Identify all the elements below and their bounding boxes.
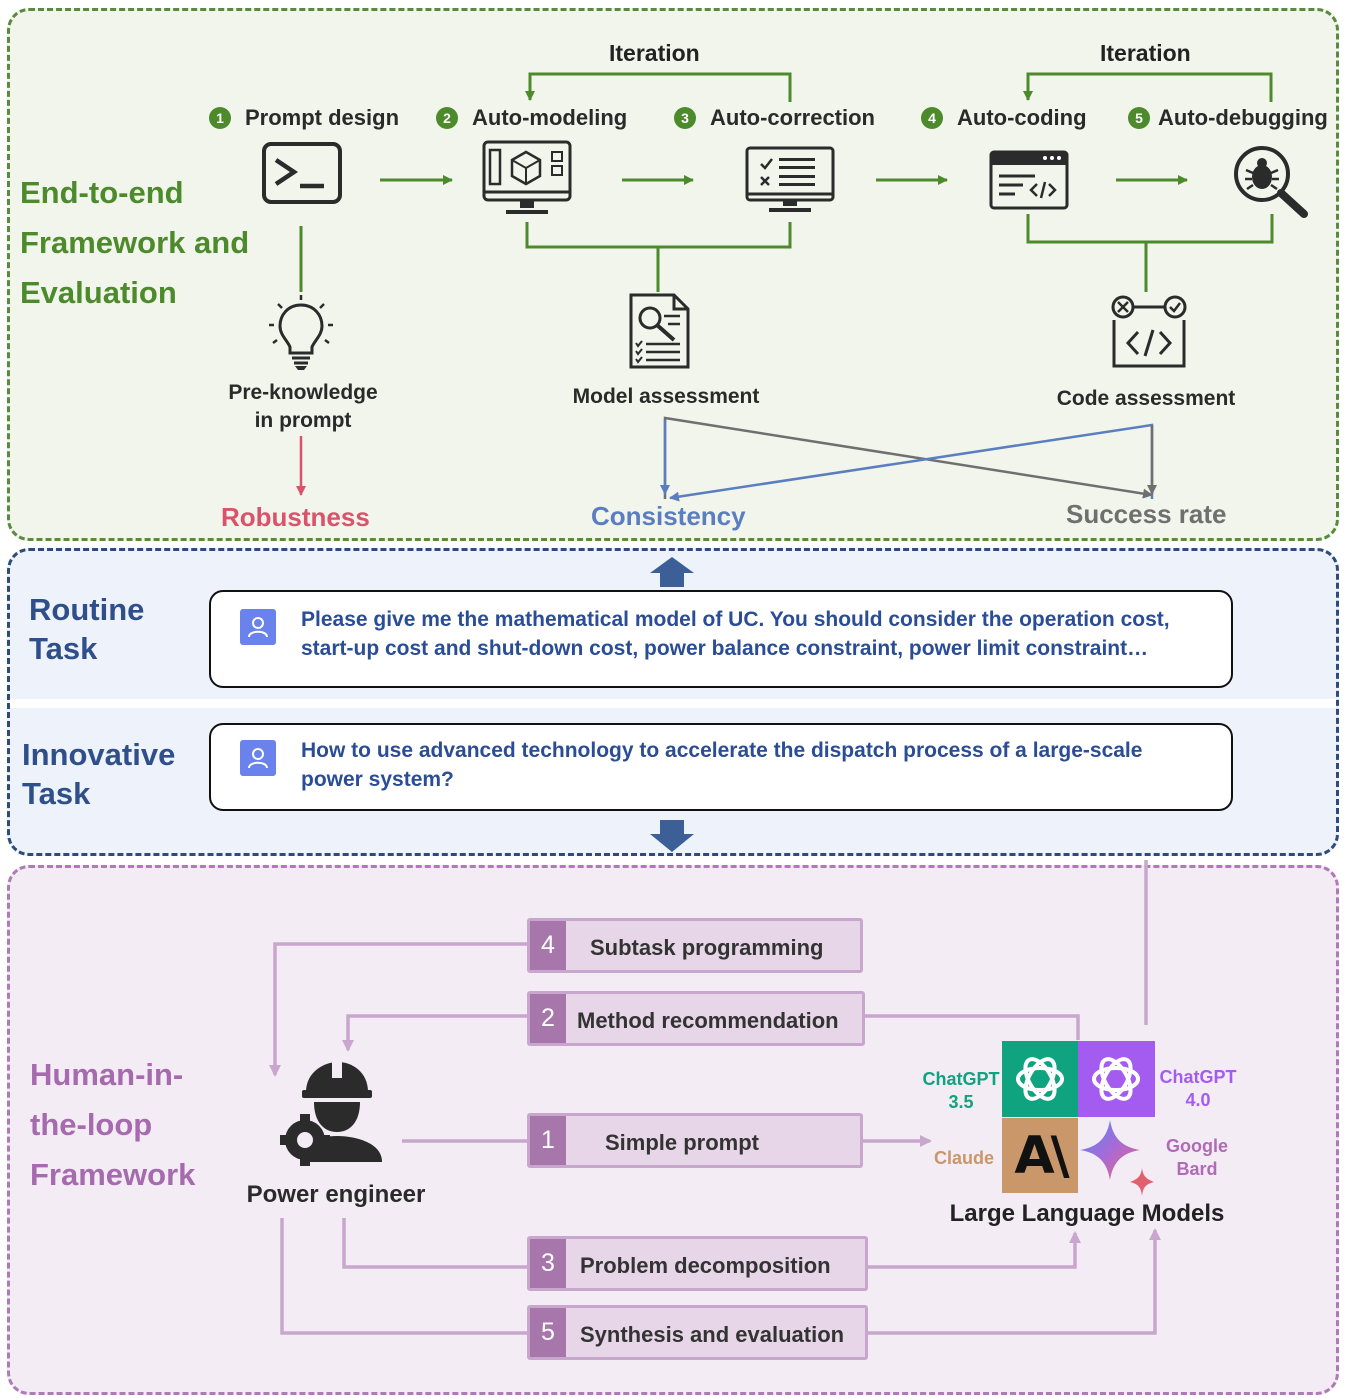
hitl-title-line: Framework [30,1157,196,1192]
routine-text-line: start-up cost and shut-down cost, power … [301,637,1149,660]
code-assessment-icon [1111,295,1187,368]
openai-icon [1092,1057,1140,1101]
step-number: 1 [530,1116,566,1165]
routine-task-box [209,590,1233,688]
model-label-line: 4.0 [1185,1090,1211,1110]
bard-sparkle-icon [1080,1120,1154,1196]
step-auto-debugging: 5 Auto-debugging [1128,105,1328,131]
framework-title-line: End-to-end [20,175,184,210]
routine-task-text: Please give me the mathematical model of… [301,605,1170,663]
routine-text-line: Please give me the mathematical model of… [301,608,1170,631]
routine-title-line: Task [29,631,98,666]
openai-icon [1016,1057,1064,1101]
framework-title-line: Framework and [20,225,250,260]
chatgpt-40-logo [1078,1041,1155,1117]
hitl-title-line: Human-in- [30,1057,184,1092]
hitl-title: Human-in- the-loop Framework [30,1050,195,1200]
subtask-programming-box: 4 Subtask programming [527,918,863,973]
model-label-line: 3.5 [948,1092,974,1112]
step-auto-coding: 4 Auto-coding [921,105,1087,131]
step-number: 3 [530,1239,566,1288]
task-separator [10,699,1336,708]
claude-logo: A\ [1002,1118,1078,1193]
consistency-metric: Consistency [591,501,746,531]
chatgpt-35-label: ChatGPT 3.5 [918,1068,1004,1114]
model-label-line: Google [1166,1136,1228,1156]
innovative-task-title: Innovative Task [22,735,175,813]
step-label: Simple prompt [605,1130,760,1155]
step-number-badge: 5 [1128,107,1150,129]
step-label: Auto-debugging [1158,105,1328,130]
google-bard-label: Google Bard [1160,1135,1234,1181]
synthesis-evaluation-box: 5 Synthesis and evaluation [527,1305,868,1360]
llm-label: Large Language Models [949,1200,1225,1227]
arrow-down-icon [650,820,694,852]
simple-prompt-box: 1 Simple prompt [527,1113,863,1168]
step-number: 5 [530,1308,566,1357]
step-label: Auto-correction [710,105,875,130]
step-number: 4 [530,921,566,970]
routine-title-line: Routine [29,592,145,627]
problem-decomposition-box: 3 Problem decomposition [527,1236,868,1291]
framework-title-line: Evaluation [20,275,177,310]
step-label: Problem decomposition [580,1253,831,1278]
pre-knowledge-line: Pre-knowledge [228,381,378,404]
framework-connectors [296,72,1274,502]
innovative-title-line: Innovative [22,737,176,772]
step-number-badge: 2 [436,107,458,129]
power-engineer-icon [280,1062,382,1166]
step-label: Synthesis and evaluation [580,1322,845,1347]
chatgpt-40-label: ChatGPT 4.0 [1155,1066,1241,1112]
step-number: 2 [530,994,566,1043]
innovative-task-text: How to use advanced technology to accele… [301,736,1142,794]
success-rate-metric: Success rate [1066,499,1227,529]
document-assessment-icon [629,293,690,369]
step-label: Subtask programming [590,935,824,960]
innovative-text-line: power system? [301,768,454,791]
method-recommendation-box: 2 Method recommendation [527,991,865,1046]
step-label: Prompt design [245,105,400,130]
step-number-badge: 1 [209,107,231,129]
hitl-connectors [269,860,1161,1335]
model-label-line: Bard [1176,1159,1218,1179]
chatgpt-35-logo [1002,1041,1078,1117]
user-icon [240,740,276,776]
claude-label: Claude [933,1148,994,1168]
arrow-up-icon [650,557,694,587]
step-number-badge: 3 [674,107,696,129]
pre-knowledge-label: Pre-knowledge in prompt [203,379,403,435]
iteration-label-modeling: Iteration [609,40,700,66]
innovative-title-line: Task [22,776,91,811]
iteration-label-coding: Iteration [1100,40,1191,66]
user-icon [240,609,276,645]
step-label: Auto-modeling [472,105,628,130]
step-number-badge: 4 [921,107,943,129]
pre-knowledge-line: in prompt [254,409,352,432]
power-engineer-label: Power engineer [246,1181,426,1208]
model-label-line: ChatGPT [922,1069,1000,1089]
step-label: Auto-coding [957,105,1087,130]
end-to-end-panel [7,8,1339,541]
step-auto-correction: 3 Auto-correction [674,105,875,131]
lightbulb-icon [269,295,333,370]
routine-task-title: Routine Task [29,590,144,668]
innovative-task-box [209,723,1233,811]
innovative-text-line: How to use advanced technology to accele… [301,739,1143,762]
step-prompt-design: 1 Prompt design [209,105,399,131]
code-assessment-label: Code assessment [1056,387,1236,410]
model-assessment-label: Model assessment [572,385,760,408]
hitl-title-line: the-loop [30,1107,153,1142]
bug-search-icon [1234,146,1308,218]
step-auto-modeling: 2 Auto-modeling [436,105,627,131]
terminal-icon [262,142,342,204]
correction-monitor-icon [745,146,835,212]
robustness-metric: Robustness [221,502,370,532]
modeling-monitor-icon [482,140,572,214]
step-label: Method recommendation [577,1008,839,1033]
model-label-line: ChatGPT [1159,1067,1237,1087]
code-window-icon [989,150,1069,210]
framework-title: End-to-end Framework and Evaluation [20,168,249,318]
